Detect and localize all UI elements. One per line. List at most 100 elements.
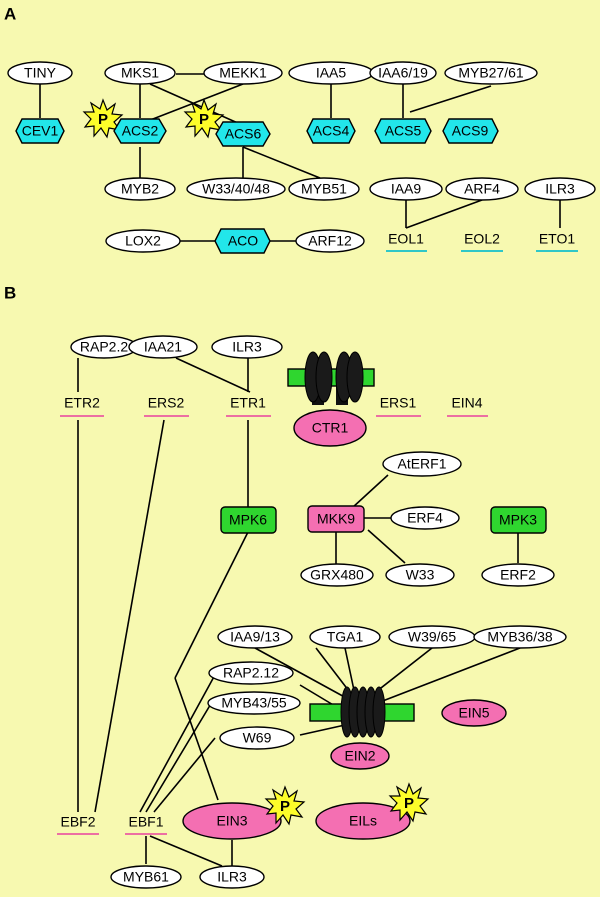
svg-text:EOL2: EOL2: [464, 231, 500, 247]
svg-text:W39/65: W39/65: [408, 629, 456, 645]
node-w39-65: W39/65: [388, 625, 476, 649]
svg-text:ACO: ACO: [228, 233, 258, 249]
phospho-star-acs6: P: [184, 99, 224, 138]
svg-text:MYB61: MYB61: [123, 869, 169, 885]
node-ein3: EIN3: [182, 802, 282, 840]
node-ilr3-a: ILR3: [524, 177, 596, 201]
node-iaa9-13: IAA9/13: [217, 625, 293, 649]
svg-text:ILR3: ILR3: [217, 869, 247, 885]
svg-text:EIN3: EIN3: [216, 813, 247, 829]
node-lox2: LOX2: [105, 229, 181, 253]
svg-text:ERS1: ERS1: [380, 395, 417, 411]
node-eto1: ETO1: [536, 231, 578, 252]
node-rap2-12: RAP2.12: [208, 661, 294, 685]
node-acs9: ACS9: [442, 118, 499, 144]
svg-text:IAA9: IAA9: [391, 181, 422, 197]
node-mkk9: MKK9: [307, 505, 365, 533]
svg-text:ERS2: ERS2: [148, 395, 185, 411]
node-grx480: GRX480: [300, 563, 374, 587]
svg-text:MYB27/61: MYB27/61: [458, 65, 524, 81]
svg-text:MEKK1: MEKK1: [219, 65, 267, 81]
node-myb51: MYB51: [288, 177, 360, 201]
phospho-star-ein3: P: [265, 786, 305, 825]
svg-text:ARF12: ARF12: [308, 233, 352, 249]
svg-text:CTR1: CTR1: [312, 420, 349, 436]
node-eils: EILs: [315, 802, 411, 840]
node-iaa21: IAA21: [128, 335, 198, 359]
node-iaa9: IAA9: [369, 177, 443, 201]
svg-text:RAP2.2: RAP2.2: [80, 339, 128, 355]
node-iaa6-19: IAA6/19: [369, 61, 437, 85]
svg-text:EILs: EILs: [349, 813, 377, 829]
svg-text:EBF2: EBF2: [60, 814, 95, 830]
panel-label-b: B: [4, 283, 16, 302]
node-cev1: CEV1: [15, 118, 65, 144]
svg-text:EIN2: EIN2: [344, 748, 375, 764]
svg-text:MYB36/38: MYB36/38: [487, 629, 553, 645]
node-aterf1: AtERF1: [382, 451, 462, 477]
node-erf2: ERF2: [481, 563, 555, 587]
svg-text:LOX2: LOX2: [125, 233, 161, 249]
node-etr2: ETR2: [60, 395, 104, 417]
node-mks1: MKS1: [104, 61, 176, 85]
phospho-star-acs2: P: [83, 99, 123, 138]
node-ers1: ERS1: [376, 395, 421, 417]
node-mpk6: MPK6: [220, 506, 277, 534]
node-etr1: ETR1: [226, 395, 271, 417]
node-tga1: TGA1: [309, 625, 381, 649]
svg-text:MKK9: MKK9: [317, 511, 355, 527]
svg-text:ILR3: ILR3: [232, 339, 262, 355]
node-rap2-2: RAP2.2: [70, 335, 138, 359]
svg-text:ACS2: ACS2: [122, 123, 159, 139]
node-ilr3-c: ILR3: [199, 865, 265, 889]
svg-text:IAA21: IAA21: [144, 339, 182, 355]
node-erf4: ERF4: [390, 506, 460, 530]
svg-text:MPK3: MPK3: [499, 512, 537, 528]
node-acs4: ACS4: [306, 118, 356, 144]
panel-label-a: A: [4, 4, 16, 23]
svg-text:MYB43/55: MYB43/55: [221, 695, 287, 711]
svg-text:CEV1: CEV1: [22, 123, 59, 139]
node-ilr3-b: ILR3: [211, 335, 283, 359]
svg-text:ACS4: ACS4: [313, 123, 350, 139]
node-w33-40-48: W33/40/48: [186, 177, 286, 201]
svg-text:ARF4: ARF4: [464, 181, 500, 197]
svg-text:W69: W69: [243, 730, 272, 746]
svg-text:ACS5: ACS5: [385, 123, 422, 139]
svg-text:EBF1: EBF1: [128, 814, 163, 830]
node-ctr1: CTR1: [293, 409, 367, 447]
membrane-receptor-etr: [287, 351, 375, 405]
svg-text:ACS9: ACS9: [452, 123, 489, 139]
node-tiny: TINY: [7, 61, 73, 85]
node-ebf1: EBF1: [125, 814, 167, 835]
svg-text:ETR1: ETR1: [230, 395, 266, 411]
svg-text:W33/40/48: W33/40/48: [202, 181, 270, 197]
svg-text:TINY: TINY: [24, 65, 57, 81]
node-ein5: EIN5: [441, 699, 507, 727]
node-mekk1: MEKK1: [203, 61, 283, 85]
node-acs2: ACS2: [113, 118, 167, 144]
svg-text:EIN4: EIN4: [451, 395, 482, 411]
membrane-receptor-ein2: [309, 686, 415, 738]
svg-text:W33: W33: [406, 567, 435, 583]
svg-text:P: P: [404, 795, 414, 812]
svg-text:ETR2: ETR2: [64, 395, 100, 411]
node-acs5: ACS5: [374, 118, 432, 144]
svg-text:EIN5: EIN5: [458, 705, 489, 721]
phospho-star-eils: P: [389, 783, 429, 822]
svg-text:IAA5: IAA5: [316, 65, 347, 81]
svg-text:P: P: [280, 798, 290, 815]
svg-text:ETO1: ETO1: [539, 231, 576, 247]
svg-text:EOL1: EOL1: [388, 231, 424, 247]
svg-text:IAA6/19: IAA6/19: [378, 65, 428, 81]
svg-text:P: P: [98, 111, 108, 128]
node-myb27-61: MYB27/61: [444, 61, 538, 85]
svg-text:MYB51: MYB51: [301, 181, 347, 197]
node-myb61: MYB61: [110, 865, 182, 889]
node-ein2: EIN2: [330, 742, 390, 770]
svg-text:GRX480: GRX480: [310, 567, 364, 583]
node-arf4: ARF4: [445, 177, 519, 201]
svg-text:IAA9/13: IAA9/13: [230, 629, 280, 645]
